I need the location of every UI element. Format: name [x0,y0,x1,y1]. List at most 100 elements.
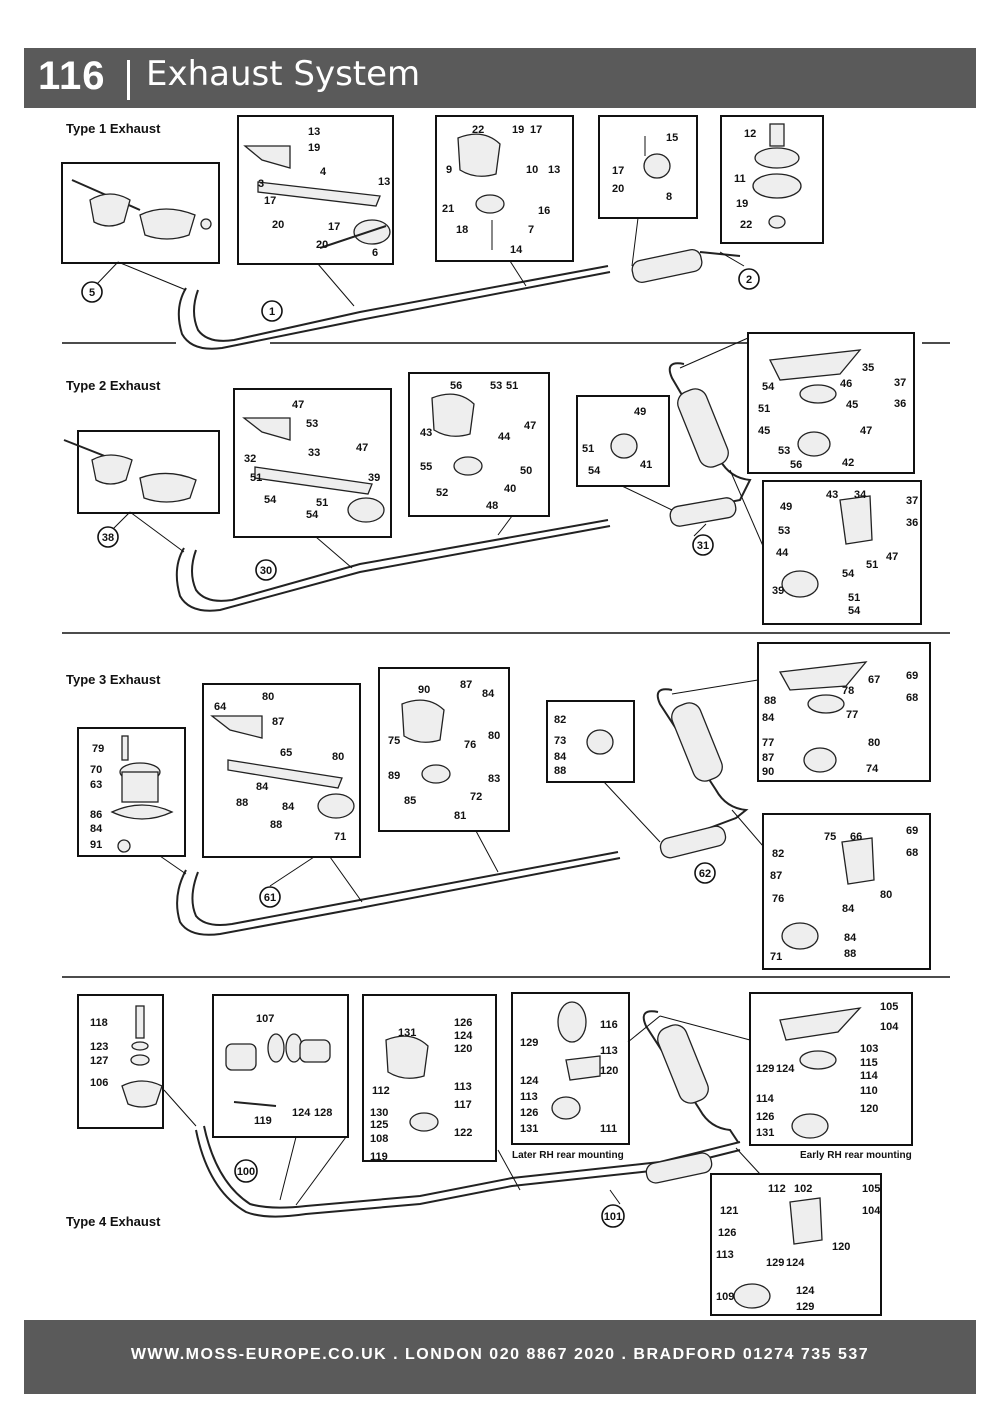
part-number: 90 [418,684,430,696]
part-number: 123 [90,1041,108,1053]
front-pipe [177,271,611,350]
part-number: 129 [766,1257,784,1269]
detail-box [408,372,550,517]
hanger-drawing [457,133,505,250]
part-number: 113 [520,1091,538,1103]
callout-circle [692,534,714,556]
later-mount-drawing [551,1001,601,1120]
detail-box [710,1173,882,1316]
type3-box5-labels: 67 69 78 68 88 77 84 77 87 80 90 74 [762,670,918,778]
front-pipe [203,1125,741,1209]
part-number: 116 [600,1019,618,1031]
part-number: 102 [794,1183,812,1195]
hanger-drawing [401,699,451,784]
section-title-type3: Type 3 Exhaust [66,672,161,687]
front-pipe [191,519,609,602]
part-number: 105 [862,1183,880,1195]
part-number: 129 [756,1063,774,1075]
callout-label: 62 [699,868,711,880]
early-mount-drawing [779,1007,862,1139]
part-number: 112 [372,1085,390,1097]
detail-box [747,332,915,474]
part-number: 37 [906,495,918,507]
part-number: 87 [770,870,782,882]
bracket-assembly-drawing [733,1197,823,1309]
part-number: 74 [866,763,879,775]
part-number: 56 [790,459,802,471]
part-number: 54 [588,465,601,477]
type2-box5-labels: 35 54 46 37 51 45 36 45 47 53 56 42 [758,362,906,471]
part-number: 45 [846,399,858,411]
part-number: 13 [378,176,390,188]
rear-mount-drawing [778,661,875,950]
part-number: 85 [404,795,416,807]
coupling-drawing [225,1033,331,1107]
part-number: 80 [262,691,274,703]
part-number: 15 [666,132,678,144]
part-number: 72 [470,791,482,803]
callout-circle [694,862,716,884]
type2-box3-labels: 56 53 51 47 43 44 55 50 52 40 48 [420,380,536,512]
part-number: 104 [880,1021,899,1033]
part-number: 129 [520,1037,538,1049]
detail-box [435,115,574,262]
detail-box [762,480,922,625]
part-number: 19 [512,124,524,136]
part-number: 81 [454,810,466,822]
part-number: 21 [442,203,454,215]
bracket-drawing [242,417,385,523]
part-number: 14 [510,244,523,256]
part-number: 17 [328,221,340,233]
detail-box [212,994,349,1138]
part-number: 112 [768,1183,786,1195]
part-number: 131 [398,1027,416,1039]
hanger-drawing [431,393,483,476]
part-number: 87 [272,716,284,728]
part-number: 51 [582,443,594,455]
part-number: 86 [90,809,102,821]
part-number: 3 [258,178,264,190]
part-number: 65 [280,747,292,759]
callout-label: 2 [746,274,752,286]
part-number: 19 [736,198,748,210]
part-number: 47 [886,551,898,563]
detail-box [720,115,824,244]
detail-box [378,667,510,832]
part-number: 9 [446,164,452,176]
part-number: 18 [456,224,468,236]
part-number: 53 [306,418,318,430]
part-number: 88 [844,948,856,960]
part-number: 70 [90,764,102,776]
section-title-type1: Type 1 Exhaust [66,121,161,136]
part-number: 84 [842,903,855,915]
type2-box6-labels: 49 43 34 37 53 36 44 47 54 51 39 51 54 [772,489,918,617]
part-number: 108 [370,1133,388,1145]
part-number: 80 [880,889,892,901]
part-number: 51 [848,592,860,604]
part-number: 118 [90,1017,108,1029]
section-title-type2: Type 2 Exhaust [66,378,161,393]
part-number: 56 [450,380,462,392]
part-number: 126 [520,1107,538,1119]
part-number: 39 [368,472,380,484]
part-number: 84 [762,712,775,724]
part-number: 49 [780,501,792,513]
part-number: 125 [370,1119,388,1131]
part-number: 83 [488,773,500,785]
part-number: 71 [334,831,346,843]
part-number: 54 [848,605,861,617]
part-number: 119 [370,1151,388,1163]
part-number: 84 [482,688,495,700]
part-number: 107 [256,1013,274,1025]
silencer [645,1152,713,1184]
part-number: 127 [90,1055,108,1067]
type1-box4-labels: 15 17 20 8 [612,132,678,203]
rear-silencer [631,248,703,284]
part-number: 87 [460,679,472,691]
detail-box [237,115,394,265]
part-number: 103 [860,1043,878,1055]
part-number: 80 [868,737,880,749]
part-number: 47 [524,420,536,432]
part-number: 20 [316,239,328,251]
detail-box [77,430,220,514]
